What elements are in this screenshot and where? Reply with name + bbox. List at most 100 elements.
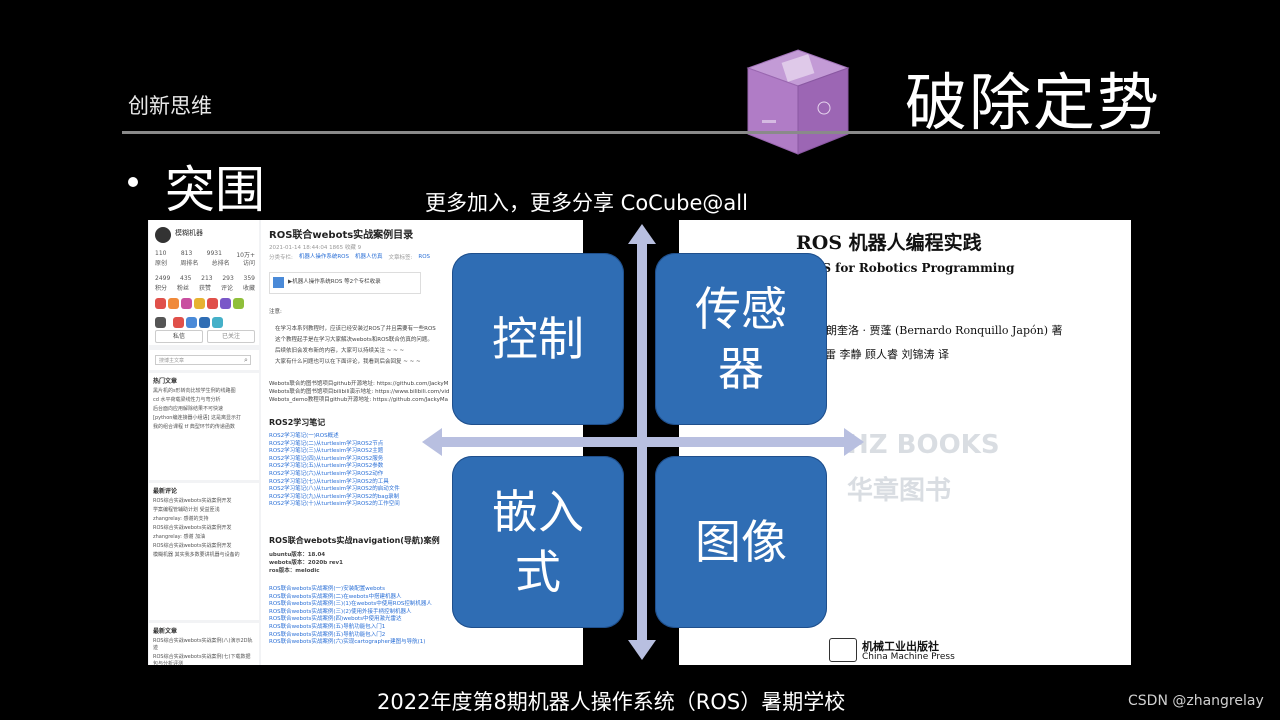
repo-line[interactable]: Webots联合的图书馆项目bilibili演示地址: https://www.…	[269, 389, 450, 395]
quadrant-line: 嵌入	[492, 485, 584, 539]
list-item: 大家有什么问题也可以在下面评论，我看到后会回复 ~ ~ ~	[275, 359, 421, 365]
stat-value: 9931	[206, 250, 222, 257]
list-item[interactable]: ROS联合webots实战案例(四)webots中使用激光雷达	[269, 616, 402, 623]
book-subtitle: n ROS for Robotics Programming	[789, 261, 1015, 275]
header-divider	[122, 131, 1160, 134]
list-item[interactable]: ROS联合webots实战案例(六)实现cartographer建图与导航(1)	[269, 639, 426, 646]
list-item[interactable]: ROS2学习笔记(七)从turtlesim学习ROS2的工具	[269, 478, 389, 485]
stats-top-labels: 原创 周排名 总排名 访问	[155, 258, 255, 267]
list-item[interactable]: cd 水平荷载梁线性力与弯分析	[153, 397, 221, 403]
column-box[interactable]: ▶机器人操作系统ROS 等2个专栏收录	[269, 272, 421, 294]
ros2-list: ROS2学习笔记(一)ROS概述 ROS2学习笔记(二)从turtlesim学习…	[269, 433, 579, 509]
stat-label: 总排名	[211, 260, 230, 267]
book-translators: 雷 李静 顾人睿 刘锦涛 译	[825, 348, 949, 361]
list-item[interactable]: ROS联合webots实战案例(三)(2)使用外接手柄控制机器人	[269, 608, 412, 615]
version-line: ubuntu版本：18.04	[269, 552, 326, 558]
list-item[interactable]: ROS2学习笔记(八)从turtlesim学习ROS2的启动文件	[269, 486, 400, 493]
list-item[interactable]: 黑片机的s形转向比较学生例的线路图	[153, 388, 236, 394]
stat-value: 435	[180, 275, 192, 282]
stat-label: 收藏	[242, 285, 255, 292]
search-input[interactable]: 搜博主文章	[155, 355, 251, 365]
list-item[interactable]: 学案编程管辅助计划 受益匪浅	[153, 507, 220, 513]
latest-articles: 最新文章 ROS综合实战webots实战案例(八)演示2D轨迹 ROS综合实战w…	[149, 623, 259, 665]
profile-name: 模糊机器	[175, 229, 203, 237]
list-item[interactable]: ROS2学习笔记(三)从turtlesim学习ROS2主题	[269, 448, 384, 455]
quadrant-embedded: 嵌入式	[452, 456, 624, 628]
list-item[interactable]: zhangrelay: 感谢的支持	[153, 516, 209, 522]
list-item[interactable]: ROS2学习笔记(十)从turtlesim学习ROS2的工作空间	[269, 501, 400, 508]
badge-icon	[181, 298, 192, 309]
tag-link[interactable]: 机器人操作系统ROS	[298, 254, 350, 260]
list-item[interactable]: 我的组合课程 tf 典型环节的传递函数	[153, 424, 235, 430]
list-item[interactable]: ROS综合实战webots实战案例开发	[153, 543, 232, 549]
quadrant-control: 控制	[452, 253, 624, 425]
list-item[interactable]: ROS联合webots实战案例(五)导航功能包入门2	[269, 631, 386, 638]
badge-icon	[212, 317, 224, 328]
quadrant-line: 控制	[492, 312, 584, 366]
quadrant-line: 传感	[695, 282, 787, 336]
article-title: ROS联合webots实战案例目录	[269, 230, 414, 241]
list-item[interactable]: ROS综合实战webots实战案例(七)下载数据包与分析评测	[153, 654, 251, 665]
column-ref: ▶机器人操作系统ROS 等2个专栏收录	[288, 279, 381, 285]
badge-icon	[173, 317, 185, 328]
repo-lines: Webots联合的图书馆项目github开源地址: https://github…	[269, 380, 579, 404]
list-item[interactable]: 模糊机器 其实我多数要讲机器与设备的	[153, 552, 240, 558]
badge-icon	[168, 298, 179, 309]
badge-icon	[233, 298, 244, 309]
new-title: 最新文章	[153, 628, 178, 635]
list-item[interactable]: ROS2学习笔记(九)从turtlesim学习ROS2的bag录制	[269, 493, 400, 500]
list-item[interactable]: ROS联合webots实战案例(一)安装配置webots	[269, 586, 385, 592]
quadrant-axes	[422, 224, 864, 660]
message-button[interactable]: 私信	[155, 330, 203, 343]
list-item: 在学习本系列教程时，应该已经安装过ROS了并且需要有一些ROS	[275, 326, 436, 332]
stat-label: 积分	[155, 285, 168, 292]
stats-top: 110 813 9931 10万+	[155, 250, 255, 259]
badge-icon	[199, 317, 211, 328]
search-icon[interactable]: ⌕	[244, 356, 248, 364]
list-item[interactable]: ROS联合webots实战案例(五)导航功能包入门1	[269, 623, 386, 630]
nav-list: ROS联合webots实战案例(一)安装配置webots ROS联合webots…	[269, 586, 579, 647]
list-item[interactable]: ROS联合webots实战案例(三)(1)在webots中使用ROS控制机器人	[269, 601, 432, 608]
note-list: 在学习本系列教程时，应该已经安装过ROS了并且需要有一些ROS 这个教程起手是在…	[275, 324, 575, 368]
cocube-logo-icon	[746, 49, 850, 155]
list-item[interactable]: ROS综合实战webots实战案例开发	[153, 525, 232, 531]
repo-line[interactable]: Webots_demo教程项目github开源地址: https://githu…	[269, 397, 449, 403]
list-item: 后续依旧会发布新的内容，大家可以持续关注 ~ ~ ~	[275, 348, 405, 354]
csdn-watermark: CSDN @zhangrelay	[1128, 693, 1264, 709]
stat-value: 10万+	[236, 252, 255, 259]
tag-link[interactable]: ROS	[418, 254, 431, 260]
list-item[interactable]: ROS综合实战webots实战案例开发	[153, 498, 232, 504]
followed-button[interactable]: 已关注	[207, 330, 255, 343]
repo-line[interactable]: Webots联合的图书馆项目github开源地址: https://github…	[269, 381, 449, 387]
list-item[interactable]: ROS联合webots实战案例(二)在webots中搭建机器人	[269, 593, 402, 600]
list-item[interactable]: ROS2学习笔记(一)ROS概述	[269, 433, 339, 439]
list-item[interactable]: 后台面向应用解除结果不可快速	[153, 406, 224, 412]
tagline: 更多加入，更多分享 CoCube@all	[425, 191, 748, 215]
profile-card: 模糊机器 110 813 9931 10万+ 原创 周排名 总排名 访问 249…	[149, 220, 259, 345]
list-item[interactable]: ROS2学习笔记(二)从turtlesim学习ROS2节点	[269, 440, 384, 447]
tag-link[interactable]: 机器人仿真	[355, 254, 383, 260]
slide-subtitle: 创新思维	[128, 94, 212, 118]
stat-label: 原创	[155, 260, 168, 267]
list-item[interactable]: zhangrelay: 感谢 加油	[153, 534, 206, 540]
list-item[interactable]: [python编连接器小组语] 这是离显示打	[153, 415, 241, 421]
hot-title: 热门文章	[153, 378, 178, 385]
tag-label: 分类专栏:	[269, 255, 293, 261]
list-item[interactable]: ROS2学习笔记(六)从turtlesim学习ROS2动作	[269, 470, 384, 477]
bullet-heading: 突围	[165, 161, 265, 219]
badge-icon	[155, 298, 166, 309]
quadrant-line: 图像	[695, 515, 787, 569]
nav-section-title: ROS联合webots实战navigation(导航)案例	[269, 536, 440, 545]
publisher-logo-icon	[829, 638, 857, 662]
quadrant-sensor: 传感器	[655, 253, 827, 425]
stat-value: 213	[201, 275, 213, 282]
avatar	[155, 227, 171, 243]
list-item[interactable]: ROS综合实战webots实战案例(八)演示2D轨迹	[153, 638, 253, 651]
tag-label: 文章标签:	[388, 255, 413, 261]
list-item[interactable]: ROS2学习笔记(五)从turtlesim学习ROS2参数	[269, 463, 384, 470]
list-item[interactable]: ROS2学习笔记(四)从turtlesim学习ROS2服务	[269, 455, 384, 462]
watermark-en: HZ BOOKS	[847, 430, 1000, 460]
search-box: 搜博主文章 ⌕	[149, 350, 259, 370]
badge-icon	[186, 317, 198, 328]
slide-title: 破除定势	[905, 66, 1162, 139]
